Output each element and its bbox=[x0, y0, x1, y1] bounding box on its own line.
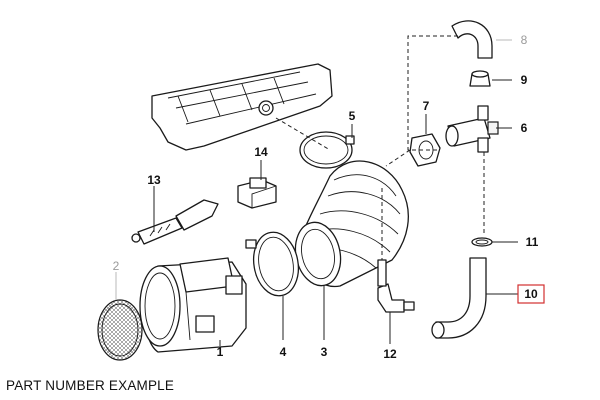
part-1-air-mass-meter bbox=[139, 257, 247, 353]
intake-manifold bbox=[151, 63, 333, 151]
part-12-elbow-fitting bbox=[377, 259, 415, 313]
callout-5: 5 bbox=[349, 109, 356, 123]
callout-labels: 1 2 3 4 5 6 7 8 9 10 11 12 13 14 bbox=[113, 33, 545, 361]
callout-10-highlight-box bbox=[517, 284, 545, 304]
part-14-connector bbox=[237, 177, 277, 209]
leader-lines bbox=[115, 35, 518, 346]
callout-7: 7 bbox=[423, 99, 430, 113]
callout-9: 9 bbox=[521, 73, 528, 87]
callout-10: 10 bbox=[524, 287, 538, 301]
callout-2: 2 bbox=[113, 259, 120, 273]
part-3-intake-boot bbox=[294, 160, 409, 288]
callout-14: 14 bbox=[254, 145, 268, 159]
part-13-valve-stem bbox=[131, 199, 219, 245]
part-11-clamp-ring bbox=[471, 237, 493, 247]
callout-1: 1 bbox=[217, 345, 224, 359]
part-10-hose bbox=[431, 257, 487, 339]
part-9-cap bbox=[469, 70, 491, 87]
part-2-filter-mesh bbox=[97, 299, 143, 361]
callout-8: 8 bbox=[521, 33, 528, 47]
caption-part-number-example: PART NUMBER EXAMPLE bbox=[6, 378, 175, 393]
callout-4: 4 bbox=[280, 345, 287, 359]
callout-3: 3 bbox=[321, 345, 328, 359]
callout-11: 11 bbox=[526, 235, 539, 249]
part-5-clamp bbox=[299, 131, 355, 169]
callout-6: 6 bbox=[521, 121, 528, 135]
part-8-upper-hose bbox=[451, 20, 493, 59]
part-6-t-valve bbox=[445, 105, 499, 153]
callout-13: 13 bbox=[147, 173, 161, 187]
part-4-hose-clamp bbox=[245, 231, 300, 297]
callout-12: 12 bbox=[383, 347, 397, 361]
